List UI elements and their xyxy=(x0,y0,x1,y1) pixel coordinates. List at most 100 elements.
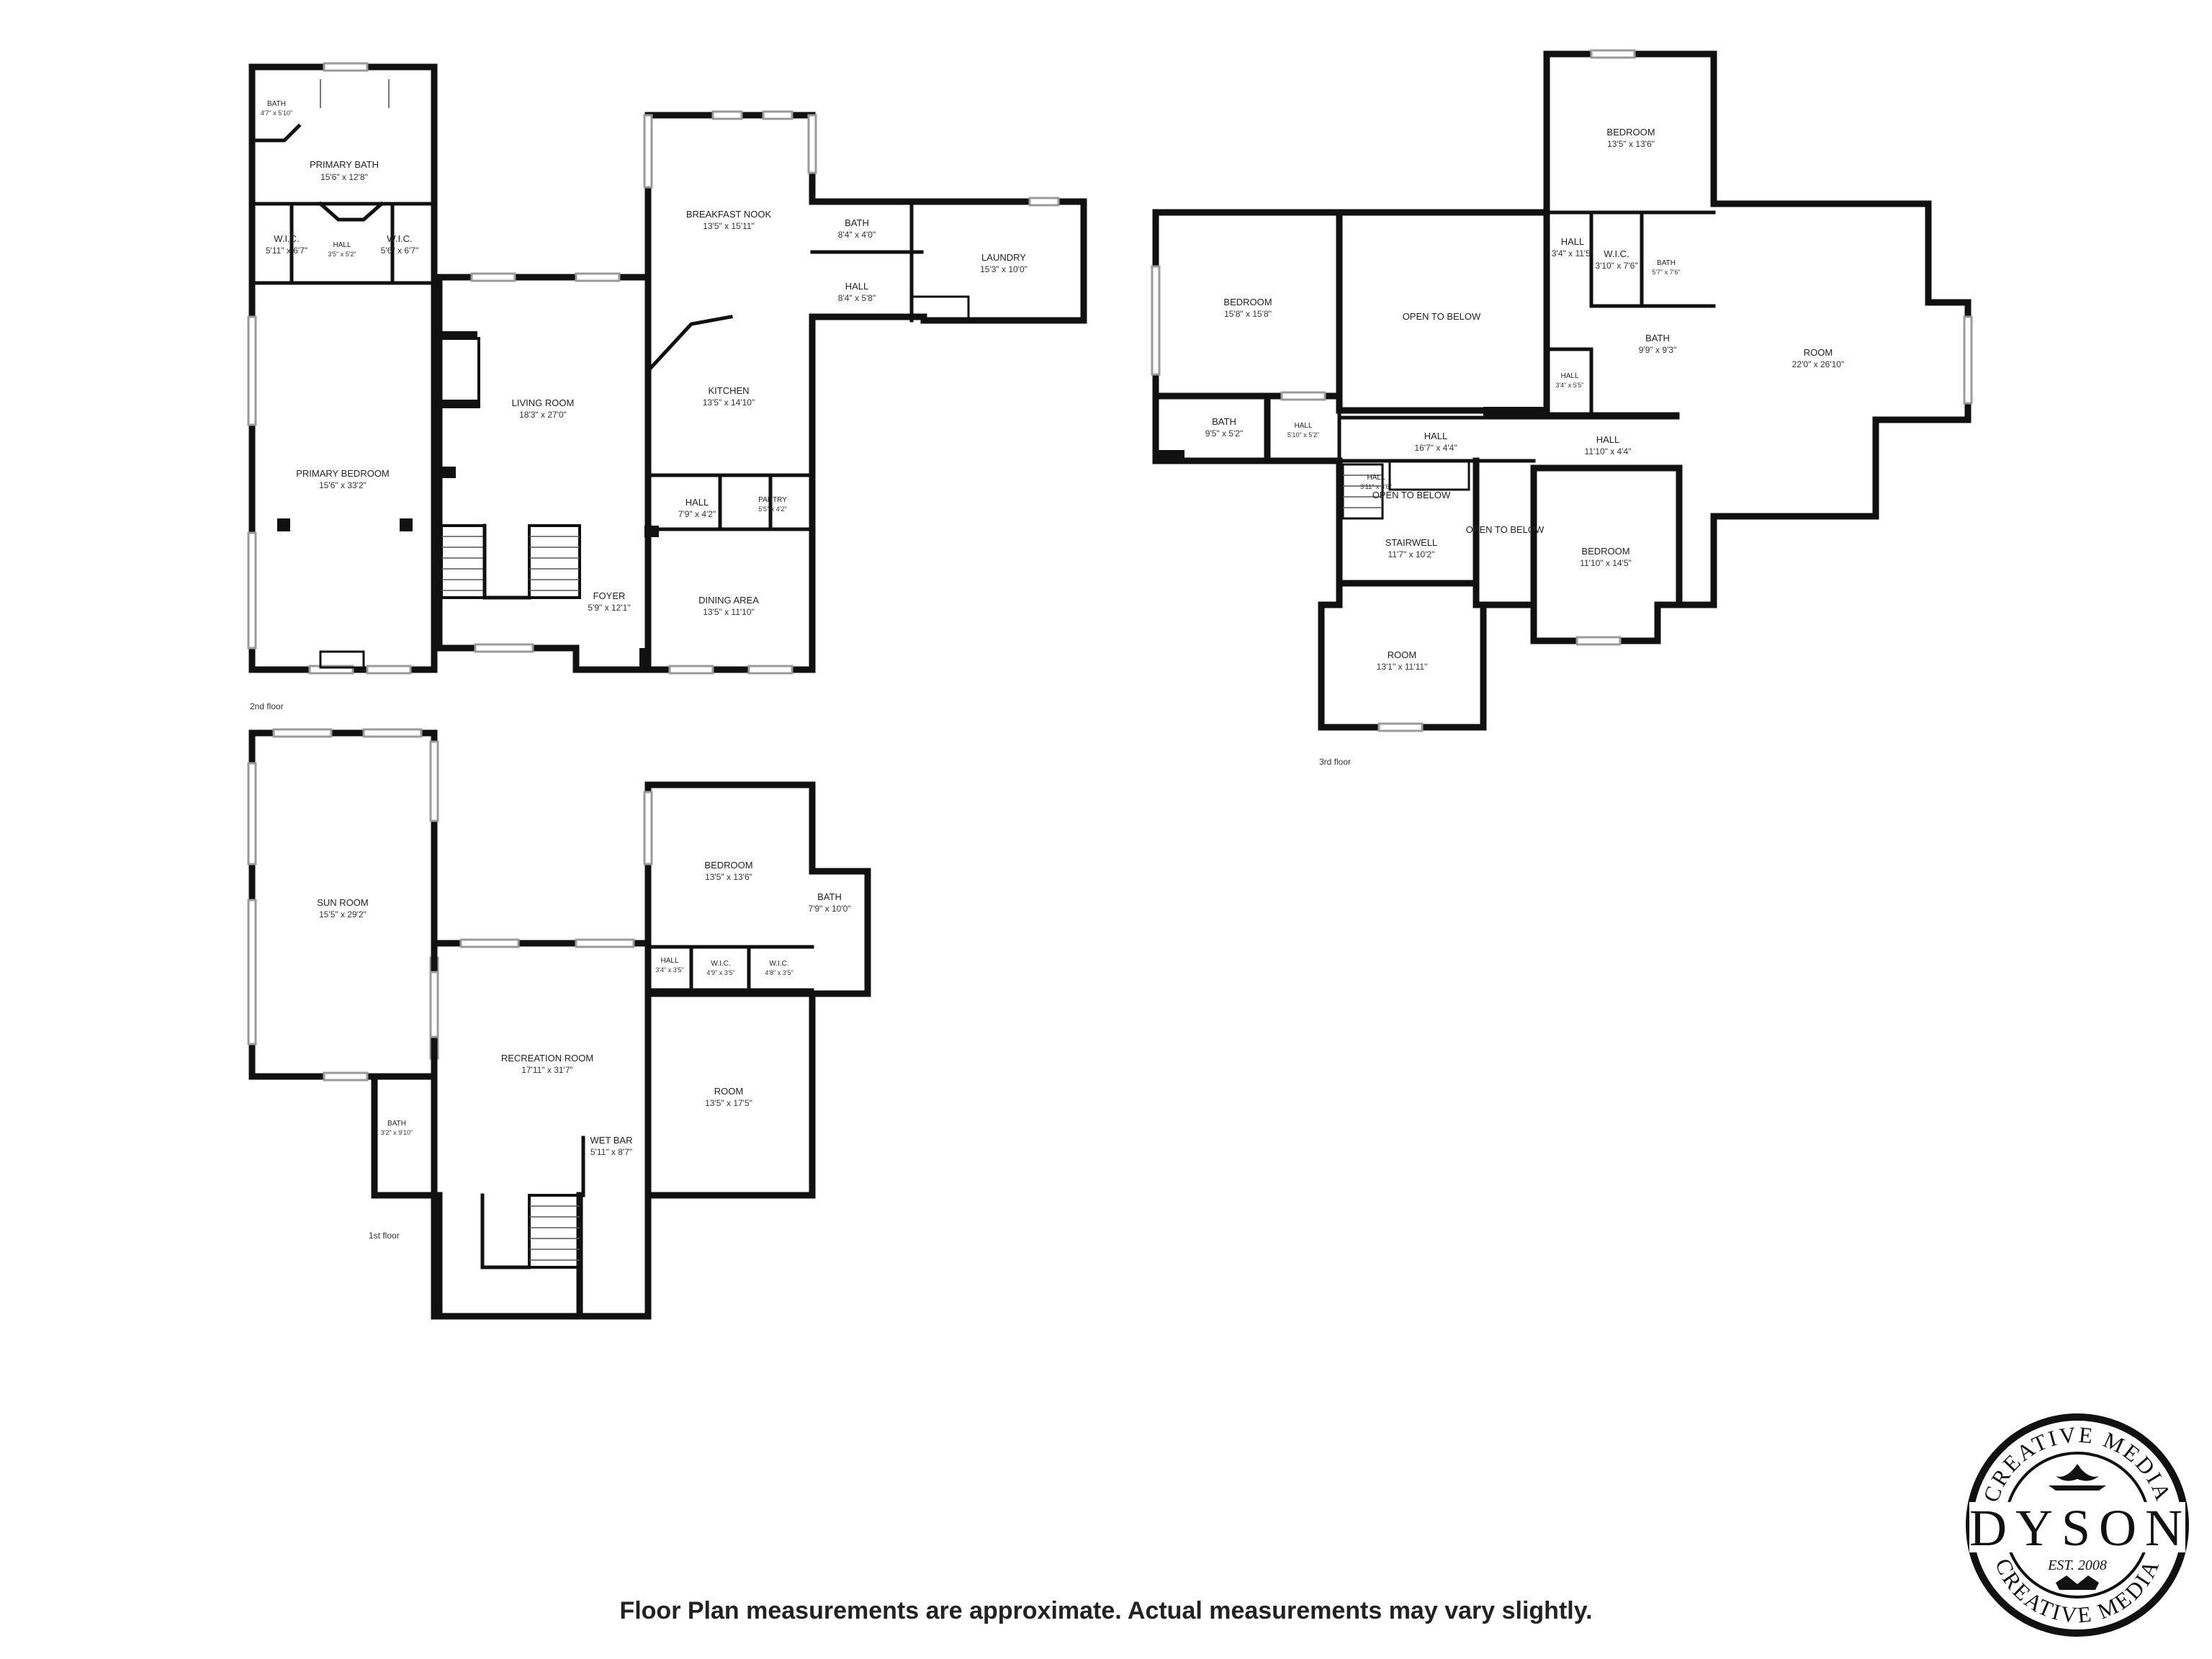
room-name: PANTRY xyxy=(758,496,787,504)
room-name: LIVING ROOM xyxy=(512,397,575,408)
room-name: OPEN TO BELOW xyxy=(1372,490,1451,500)
room-dimensions: 15'8" x 15'8" xyxy=(1224,309,1272,319)
logo-est: EST. 2008 xyxy=(2047,1557,2107,1573)
room-name: BATH xyxy=(387,1120,406,1128)
logo-top-arc-text: CREATIVE MEDIA xyxy=(1978,1421,2177,1505)
room-name: HALL xyxy=(1367,474,1385,482)
room-dimensions: 4'9" x 3'5" xyxy=(706,969,734,976)
room-dimensions: 3'4" x 5'5" xyxy=(1555,382,1583,389)
room-name: BATH xyxy=(267,100,286,108)
room-name: BEDROOM xyxy=(704,860,752,871)
room-dimensions: 16'7" x 4'4" xyxy=(1414,443,1457,453)
room-dimensions: 13'5" x 14'10" xyxy=(703,397,755,408)
room-dimensions: 7'9" x 4'2" xyxy=(678,509,716,519)
measurement-disclaimer: Floor Plan measurements are approximate.… xyxy=(619,1597,1593,1624)
room-dimensions: 11'10" x 14'5" xyxy=(1580,558,1632,568)
room-dimensions: 15'6" x 33'2" xyxy=(319,480,367,490)
room-dimensions: 11'10" x 4'4" xyxy=(1585,446,1632,457)
third-floor-room-labels: BEDROOM 13'5" x 13'6" BEDROOM 15'8" x 15… xyxy=(1205,127,1844,672)
room-name: ROOM xyxy=(714,1086,743,1097)
room-dimensions: 8'4" x 5'8" xyxy=(838,293,876,303)
room-dimensions: 13'5" x 13'6" xyxy=(1607,139,1655,149)
room-name: W.I.C. xyxy=(769,960,788,968)
room-name: HALL xyxy=(1596,434,1620,445)
room-name: HALL xyxy=(685,497,709,508)
room-dimensions: 9'9" x 9'3" xyxy=(1639,345,1676,355)
room-dimensions: 5'9" x 12'1" xyxy=(588,603,630,613)
room-name: HALL xyxy=(1561,236,1585,247)
room-name: RECREATION ROOM xyxy=(501,1053,593,1064)
room-name: HALL xyxy=(660,957,678,965)
second-floor-label: 2nd floor xyxy=(250,701,284,711)
room-dimensions: 15'3" x 10'0" xyxy=(980,264,1028,274)
third-floor-label: 3rd floor xyxy=(1319,757,1351,767)
room-dimensions: 13'1" x 11'11" xyxy=(1377,662,1428,672)
room-dimensions: 3'4" x 11'5" xyxy=(1552,248,1593,258)
room-dimensions: 4'8" x 3'5" xyxy=(765,969,793,976)
room-name: ROOM xyxy=(1388,649,1416,660)
room-dimensions: 5'5" x 4'2" xyxy=(758,505,786,513)
first-floor-room-labels: SUN ROOM 15'5" x 29'2" BEDROOM 13'5" x 1… xyxy=(317,860,850,1157)
room-dimensions: 13'5" x 15'11" xyxy=(703,221,755,231)
room-dimensions: 8'4" x 4'0" xyxy=(838,230,876,240)
room-name: W.I.C. xyxy=(274,233,299,244)
logo-name: DYSON xyxy=(1969,1499,2191,1557)
room-dimensions: 15'5" x 29'2" xyxy=(319,909,367,920)
room-name: W.I.C. xyxy=(711,960,730,968)
second-floor-room-labels: BATH 4'7" x 5'10" PRIMARY BATH 15'6" x 1… xyxy=(261,100,1028,617)
fleur-icon xyxy=(2049,1464,2106,1491)
room-name: PRIMARY BEDROOM xyxy=(296,468,390,479)
room-name: OPEN TO BELOW xyxy=(1466,524,1545,535)
room-dimensions: 3'5" x 5'2" xyxy=(328,251,356,258)
room-dimensions: 11'7" x 10'2" xyxy=(1388,549,1435,559)
room-name: BATH xyxy=(1657,259,1676,267)
room-dimensions: 5'10" x 5'2" xyxy=(1287,431,1319,439)
room-name: HALL xyxy=(845,281,869,292)
room-dimensions: 13'5" x 17'5" xyxy=(705,1098,752,1108)
room-name: BEDROOM xyxy=(1606,127,1655,138)
room-name: HALL xyxy=(333,241,351,249)
room-name: LAUNDRY xyxy=(981,252,1026,263)
room-dimensions: 5'11" x 6'7" xyxy=(266,246,307,256)
crown-icon xyxy=(2056,1575,2099,1590)
room-dimensions: 3'10" x 7'6" xyxy=(1595,261,1637,271)
room-name: SUN ROOM xyxy=(317,897,369,908)
room-dimensions: 13'5" x 13'6" xyxy=(705,872,752,882)
second-floor-plan: BATH 4'7" x 5'10" PRIMARY BATH 15'6" x 1… xyxy=(247,62,1087,711)
first-floor-plan: SUN ROOM 15'5" x 29'2" BEDROOM 13'5" x 1… xyxy=(247,728,871,1320)
room-name: HALL xyxy=(1294,422,1312,430)
room-dimensions: 13'5" x 11'10" xyxy=(703,607,755,617)
room-name: HALL xyxy=(1560,372,1578,380)
room-dimensions: 22'0" x 26'10" xyxy=(1792,359,1845,369)
room-dimensions: 5'6" x 6'7" xyxy=(381,246,418,256)
room-dimensions: 5'11" x 8'7" xyxy=(590,1147,632,1157)
room-dimensions: 3'11" x 3'6" xyxy=(1360,483,1392,490)
room-name: BEDROOM xyxy=(1581,546,1629,557)
room-name: KITCHEN xyxy=(708,385,749,396)
room-name: BEDROOM xyxy=(1223,297,1272,307)
third-floor-plan: BEDROOM 13'5" x 13'6" BEDROOM 15'8" x 15… xyxy=(1151,49,1973,767)
room-name: BREAKFAST NOOK xyxy=(686,209,772,220)
room-name: PRIMARY BATH xyxy=(310,159,379,170)
first-floor-label: 1st floor xyxy=(369,1231,400,1241)
room-dimensions: 3'2" x 9'10" xyxy=(381,1129,413,1136)
room-name: W.I.C. xyxy=(387,233,412,244)
room-dimensions: 5'7" x 7'6" xyxy=(1652,269,1680,276)
room-name: WET BAR xyxy=(590,1135,633,1146)
room-dimensions: 18'3" x 27'0" xyxy=(519,410,567,420)
room-dimensions: 4'7" x 5'10" xyxy=(261,109,292,117)
room-dimensions: 3'4" x 3'5" xyxy=(655,966,683,974)
room-name: OPEN TO BELOW xyxy=(1403,311,1481,322)
room-dimensions: 9'5" x 5'2" xyxy=(1205,428,1243,439)
dyson-creative-media-logo: CREATIVE MEDIA CREATIVE MEDIA DYSON EST.… xyxy=(1966,1413,2191,1637)
room-dimensions: 7'9" x 10'0" xyxy=(808,904,850,914)
room-dimensions: 15'6" x 12'8" xyxy=(320,172,368,182)
room-name: BATH xyxy=(845,217,869,228)
room-dimensions: 17'11" x 31'7" xyxy=(521,1065,573,1075)
room-name: FOYER xyxy=(593,590,626,601)
room-name: ROOM xyxy=(1804,347,1833,358)
room-name: DINING AREA xyxy=(698,595,759,606)
room-name: BATH xyxy=(1645,333,1670,343)
room-name: BATH xyxy=(817,891,842,902)
